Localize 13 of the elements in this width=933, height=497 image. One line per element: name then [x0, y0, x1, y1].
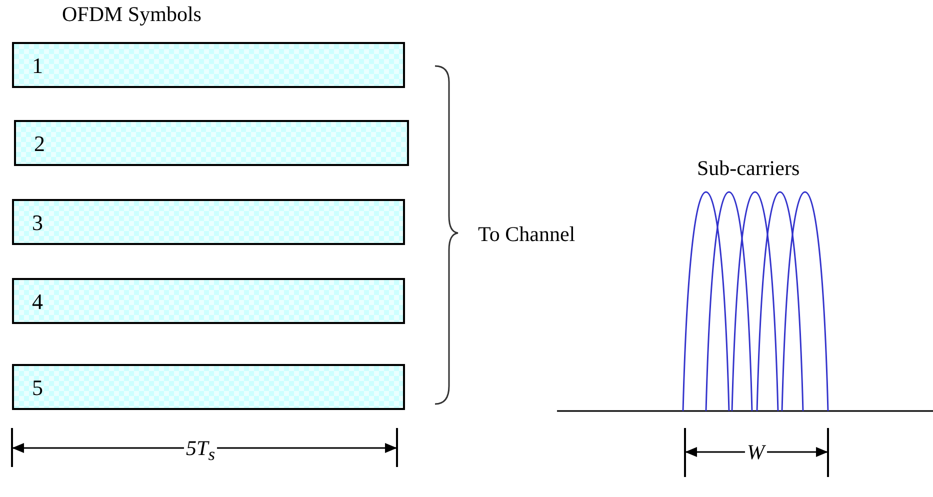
symbol-number: 3: [32, 211, 43, 235]
spectrum-label: Sub-carriers: [697, 156, 800, 180]
symbol-number: 1: [32, 54, 43, 78]
symbol-number: 4: [32, 290, 43, 314]
symbol-bar: [12, 278, 405, 324]
symbol-bar: [12, 199, 405, 245]
symbol-number: 5: [32, 376, 43, 400]
symbol-bar: [12, 42, 405, 88]
output-label: To Channel: [478, 222, 576, 246]
symbol-bar: [14, 120, 409, 166]
heading: OFDM Symbols: [62, 2, 202, 26]
symbol-bar: [12, 364, 405, 410]
symbol-number: 2: [34, 132, 45, 156]
